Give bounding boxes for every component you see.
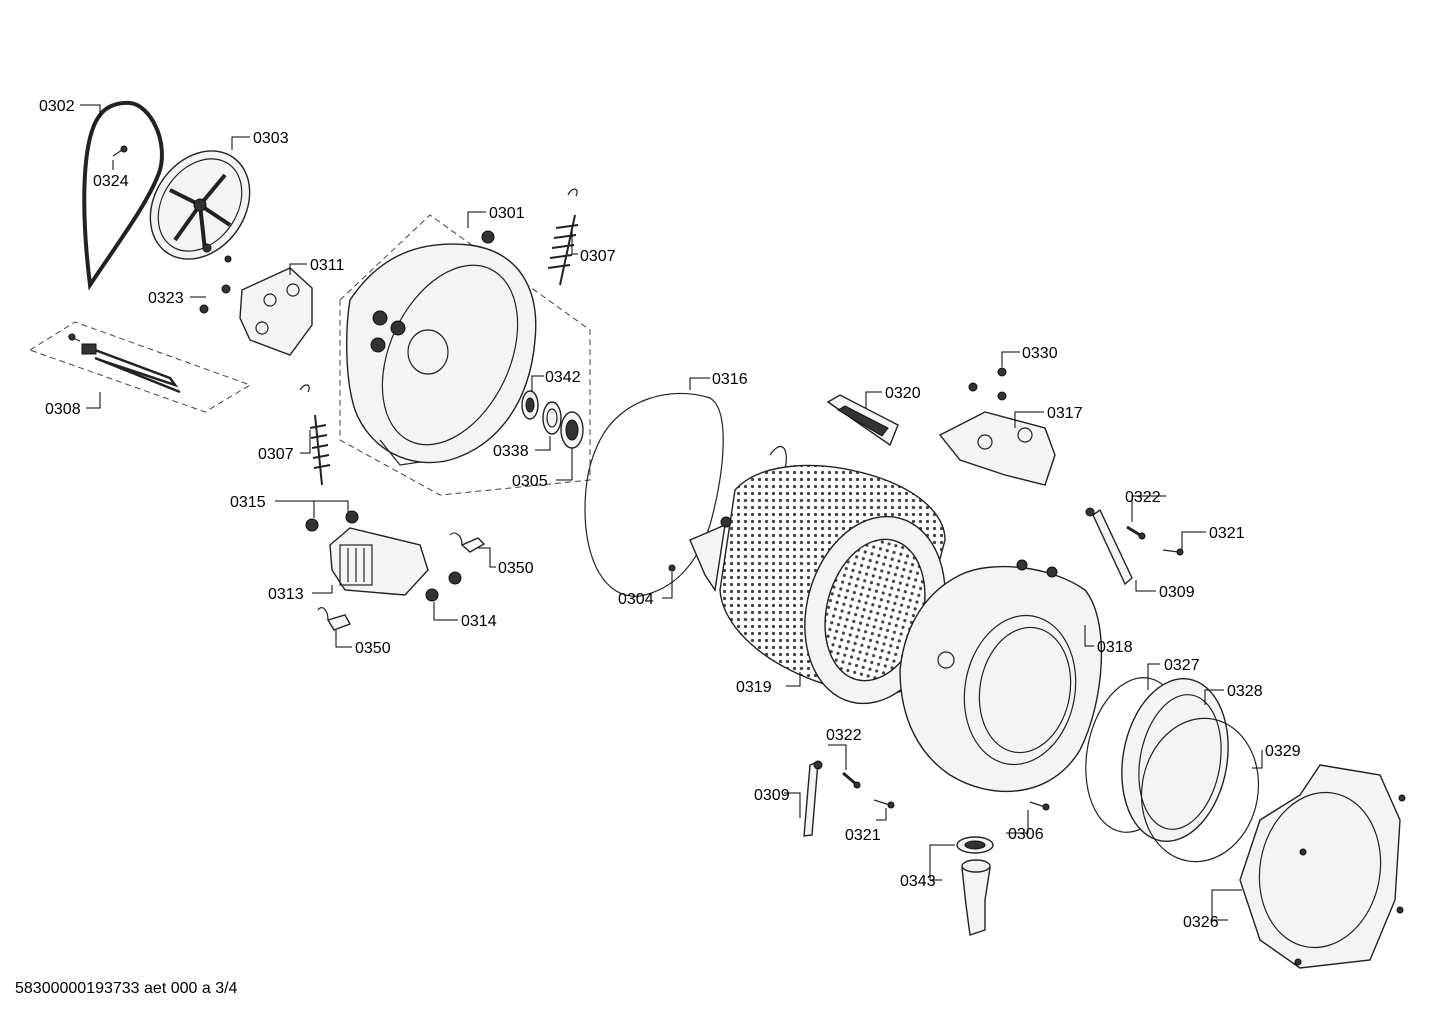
label-0302: 0302 (39, 98, 75, 115)
clamp-ring-front (1140, 717, 1260, 863)
label-0306: 0306 (1008, 826, 1044, 843)
screw-0306 (1029, 801, 1050, 811)
label-0323: 0323 (148, 290, 184, 307)
pin-0322-right (1126, 525, 1146, 540)
drum-paddle (826, 394, 899, 447)
label-0308: 0308 (45, 401, 81, 418)
spring-lower (299, 384, 331, 486)
label-0307-lower: 0307 (258, 446, 294, 463)
label-0329: 0329 (1265, 743, 1301, 760)
label-0305: 0305 (512, 473, 548, 490)
pulley (149, 150, 251, 260)
heating-element (28, 321, 252, 413)
part-labels: 0302 0324 0303 0301 0307 0311 0323 0308 … (39, 98, 1301, 931)
tub-clamp-ring (584, 392, 724, 597)
drive-belt (82, 100, 164, 291)
label-0322-left: 0322 (826, 727, 862, 744)
bearing-0338 (542, 401, 562, 435)
label-0311: 0311 (310, 257, 345, 274)
document-footer-code: 58300000193733 aet 000 a 3/4 (15, 980, 238, 997)
bearing-0342 (521, 390, 539, 420)
label-0343: 0343 (900, 873, 936, 890)
label-0324: 0324 (93, 173, 129, 190)
label-0327: 0327 (1164, 657, 1200, 674)
label-0350-lower: 0350 (355, 640, 391, 657)
front-panel-bracket (1239, 764, 1406, 969)
door-gasket (1085, 677, 1229, 842)
label-0321-right: 0321 (1209, 525, 1245, 542)
label-0309-left: 0309 (754, 787, 790, 804)
label-0320: 0320 (885, 385, 921, 402)
label-0317: 0317 (1047, 405, 1083, 422)
drain-sump-hose (956, 836, 994, 936)
label-0314: 0314 (461, 613, 497, 630)
pin-0322-left (842, 771, 861, 789)
label-0315: 0315 (230, 494, 266, 511)
label-0322-right: 0322 (1125, 489, 1161, 506)
label-0330: 0330 (1022, 345, 1058, 362)
label-0326: 0326 (1183, 914, 1219, 931)
rear-tub (339, 214, 591, 496)
label-0321-left: 0321 (845, 827, 881, 844)
seal-0305 (560, 411, 584, 449)
label-0303: 0303 (253, 130, 289, 147)
motor-mounts-0314 (425, 571, 462, 602)
screw-0321-right (1162, 548, 1184, 556)
counterweight-small (239, 267, 313, 356)
label-0350-upper: 0350 (498, 560, 534, 577)
screws-0330 (968, 367, 1007, 401)
shock-absorber-right (1085, 507, 1133, 586)
label-0304: 0304 (618, 591, 654, 608)
label-0319: 0319 (736, 679, 772, 696)
label-0318: 0318 (1097, 639, 1133, 656)
leader-lines (80, 104, 1263, 921)
shock-absorber-left (803, 760, 823, 837)
screw-0324 (112, 145, 128, 157)
cable-clip-lower (317, 607, 352, 631)
motor (305, 510, 429, 596)
label-0328: 0328 (1227, 683, 1263, 700)
label-0309-right: 0309 (1159, 584, 1195, 601)
screws-0323 (199, 243, 232, 314)
screw-0321-left (873, 799, 895, 809)
label-0316: 0316 (712, 371, 748, 388)
label-0307-upper: 0307 (580, 248, 616, 265)
label-0342: 0342 (545, 369, 581, 386)
label-0338: 0338 (493, 443, 529, 460)
cable-clip-upper (449, 532, 486, 553)
counterweight-large (938, 411, 1056, 486)
front-tub (899, 559, 1103, 793)
label-0313: 0313 (268, 586, 304, 603)
label-0301: 0301 (489, 205, 525, 222)
spring-upper (547, 188, 579, 286)
